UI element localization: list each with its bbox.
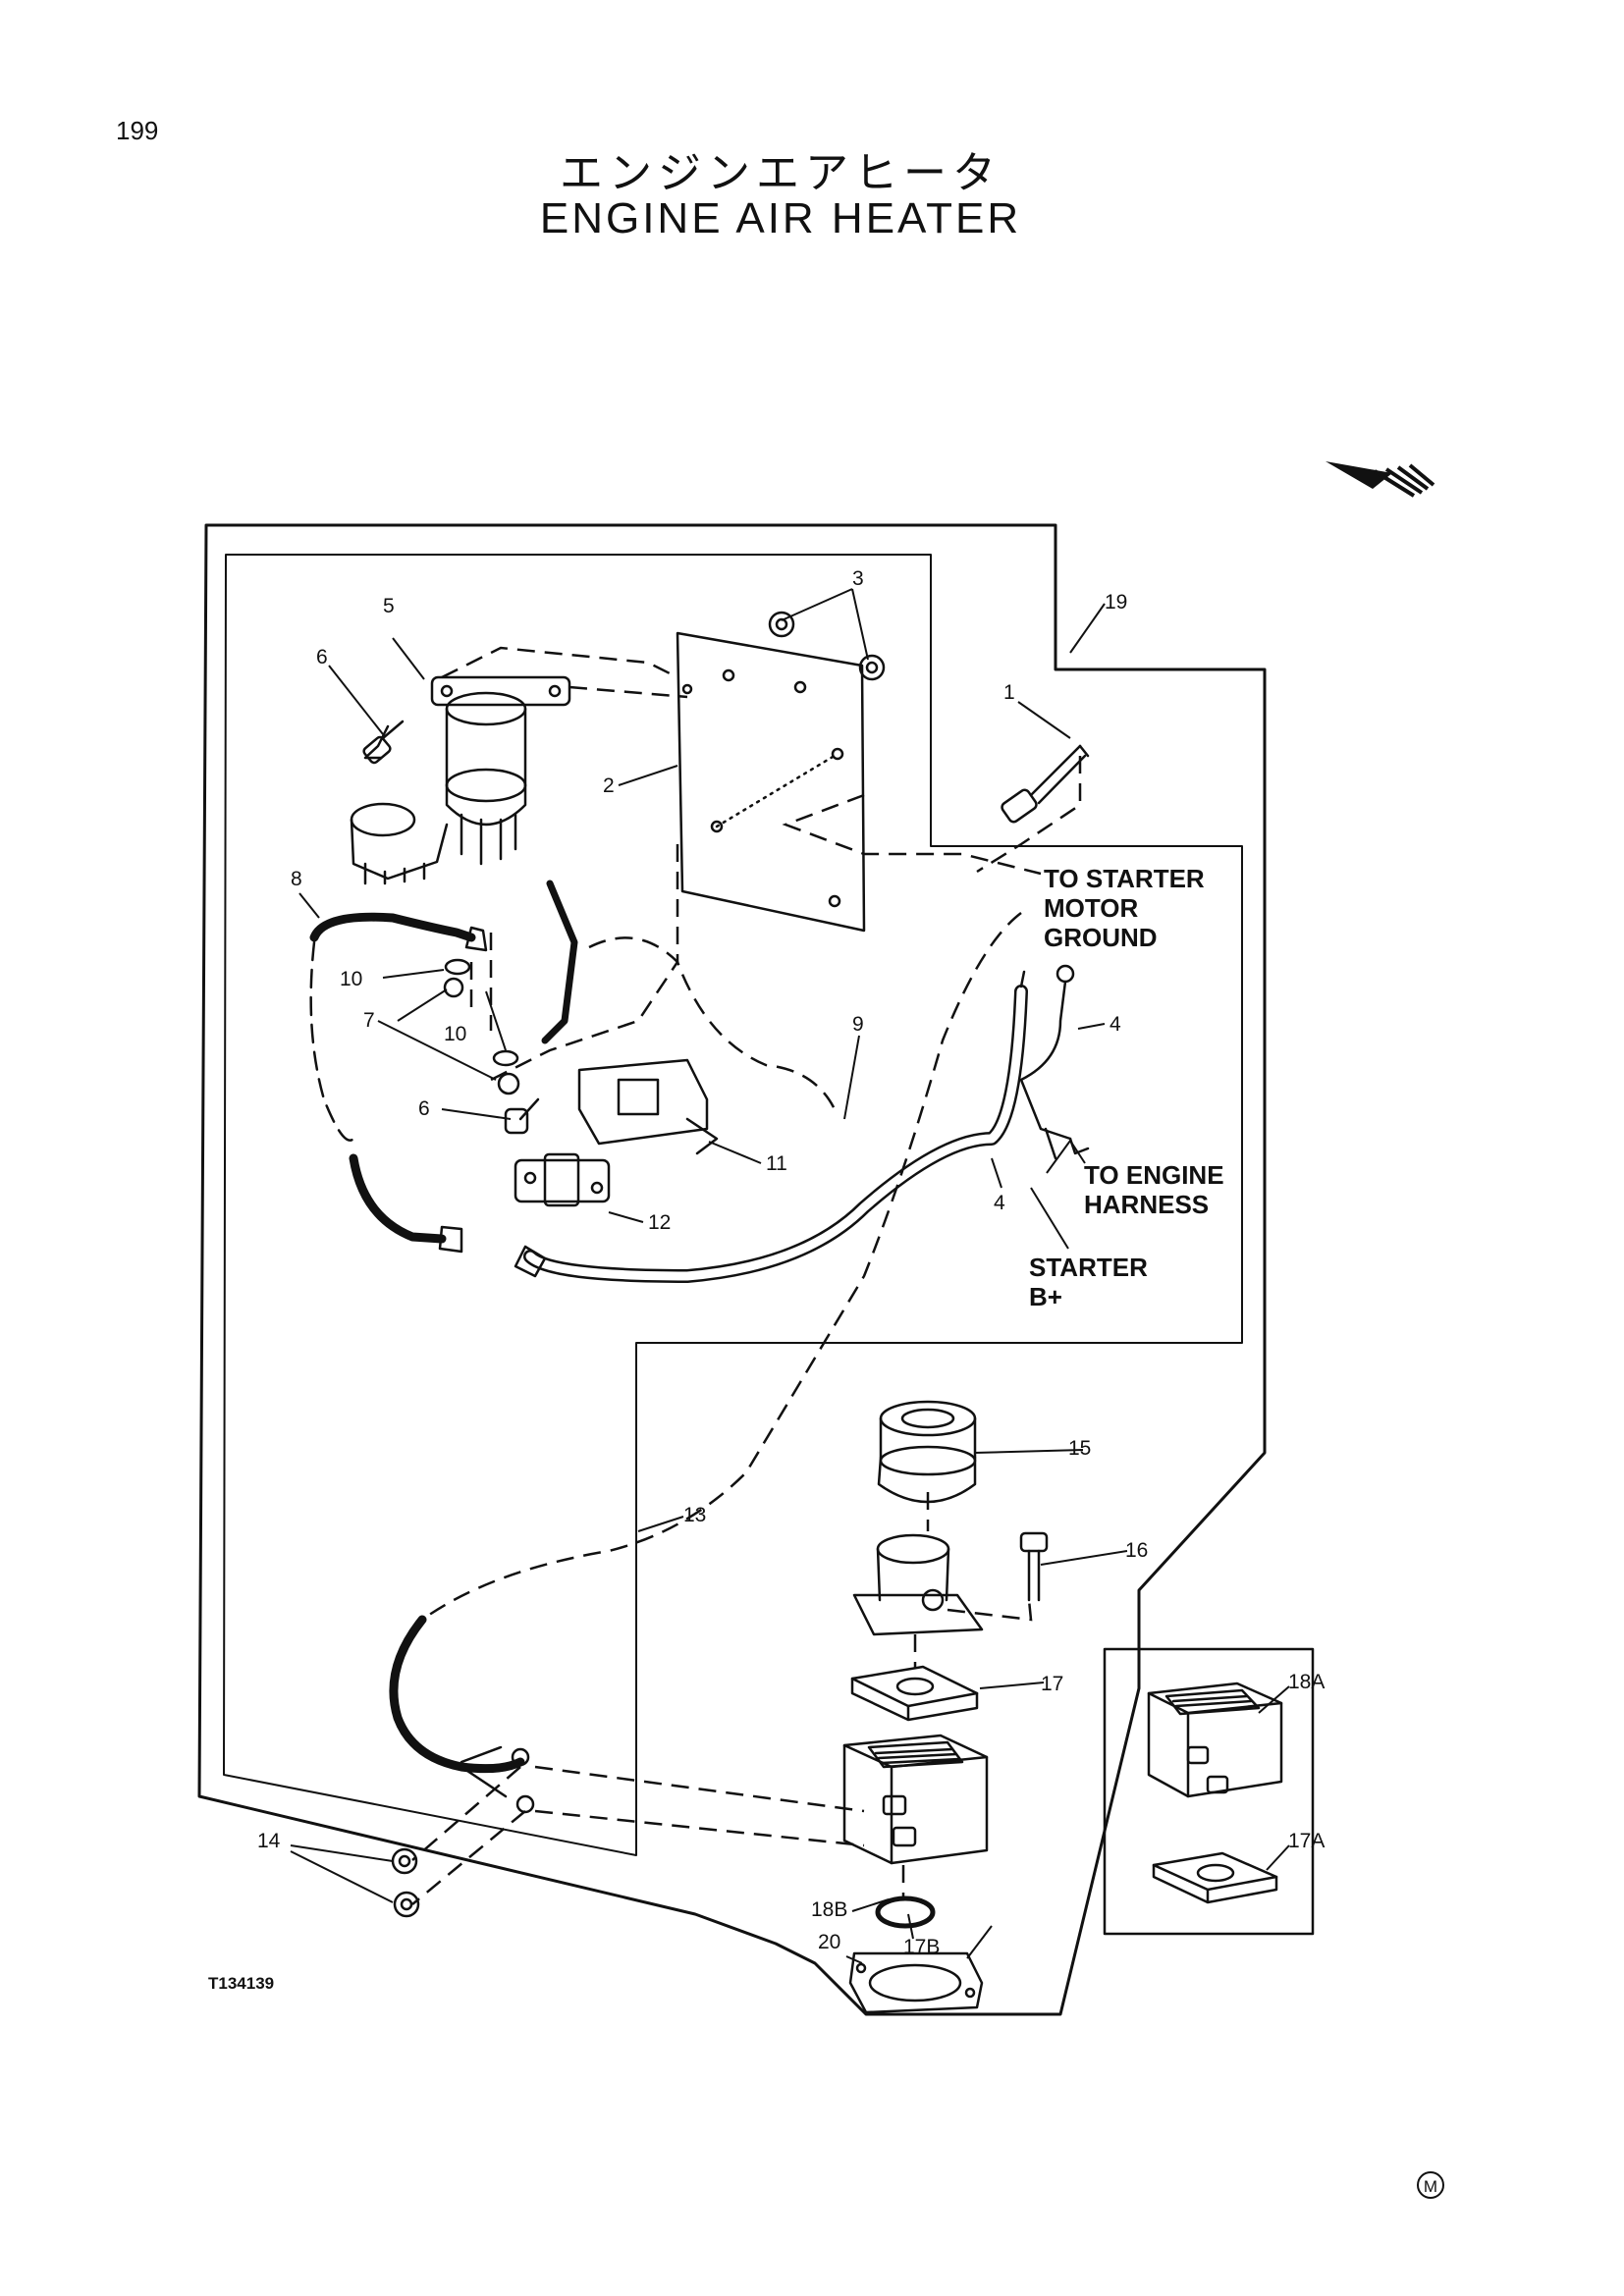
note-starter-b-line2: B+ (1029, 1282, 1062, 1311)
control-module-11 (577, 1058, 719, 1155)
note-starter-ground-line2: MOTOR (1044, 893, 1139, 923)
callout-11: 11 (766, 1152, 787, 1175)
callout-12: 12 (648, 1211, 671, 1234)
title-english: ENGINE AIR HEATER (539, 194, 1022, 242)
callout-4-upper: 4 (1110, 1013, 1121, 1036)
note-starter-ground-line3: GROUND (1044, 923, 1158, 952)
cable-8-lower (349, 1153, 447, 1244)
nuts-14 (391, 1847, 420, 1918)
callout-13: 13 (683, 1504, 706, 1526)
callout-19: 19 (1105, 591, 1127, 614)
callout-10-lower: 10 (444, 1023, 466, 1045)
callout-7: 7 (363, 1009, 375, 1032)
cable-9 (523, 985, 1028, 1283)
callout-9: 9 (852, 1013, 864, 1036)
heater-element (842, 1734, 989, 1865)
callout-18a: 18A (1288, 1671, 1325, 1693)
title-japanese: エンジンエアヒータ (560, 148, 1001, 198)
svg-text:M: M (1424, 2177, 1437, 2196)
mark-m-icon: M (1417, 2171, 1444, 2199)
harness-wires (1019, 980, 1072, 1160)
callout-3: 3 (852, 567, 864, 590)
hose-cap-15 (877, 1400, 977, 1504)
intake-adapter (852, 1533, 984, 1636)
inset-box (1103, 1647, 1315, 1936)
callout-17a: 17A (1288, 1830, 1325, 1852)
callout-8: 8 (291, 868, 302, 890)
nut-3-lower (858, 654, 886, 681)
note-starter-b-line1: STARTER (1029, 1253, 1148, 1282)
gasket-20 (848, 1951, 984, 2014)
callout-5: 5 (383, 595, 395, 617)
callout-17: 17 (1041, 1673, 1063, 1695)
figure-id: T134139 (208, 1974, 274, 1993)
callout-14: 14 (257, 1830, 281, 1852)
heater-element-18a (1147, 1682, 1283, 1798)
gasket-17a (1152, 1851, 1278, 1904)
fusible-link-12 (514, 1152, 611, 1207)
note-engine-harness-line2: HARNESS (1084, 1190, 1209, 1219)
bolt-16 (1019, 1531, 1049, 1602)
callout-6-upper: 6 (316, 646, 328, 668)
plate-holes (681, 668, 844, 908)
callout-6-lower: 6 (418, 1097, 430, 1120)
direction-arrow-icon (1326, 461, 1435, 498)
washers-and-nuts (443, 958, 520, 1095)
callout-4-lower: 4 (994, 1192, 1005, 1214)
bolt-6-lower (504, 1097, 540, 1135)
callout-16: 16 (1125, 1539, 1148, 1562)
callout-10-upper: 10 (340, 968, 362, 990)
note-engine-harness-line1: TO ENGINE (1084, 1160, 1224, 1190)
note-starter-ground-line1: TO STARTER (1044, 864, 1205, 893)
callout-15: 15 (1068, 1437, 1091, 1460)
bolt-1 (1001, 744, 1090, 824)
relay (350, 675, 571, 885)
o-ring-17b (875, 1896, 936, 1929)
callout-20: 20 (818, 1931, 840, 1953)
callout-1: 1 (1003, 681, 1015, 704)
page-number: 199 (116, 116, 159, 145)
callout-2: 2 (603, 774, 615, 797)
callout-17b: 17B (903, 1936, 940, 1958)
bolt-6-upper (362, 720, 405, 765)
mounting-plate (676, 631, 866, 933)
gasket-17 (850, 1665, 979, 1722)
outer-outline (197, 523, 1267, 2016)
callout-18b: 18B (811, 1898, 847, 1921)
cable-8 (309, 912, 476, 942)
cable-13 (389, 1615, 525, 1774)
inner-outline (223, 554, 1243, 1856)
